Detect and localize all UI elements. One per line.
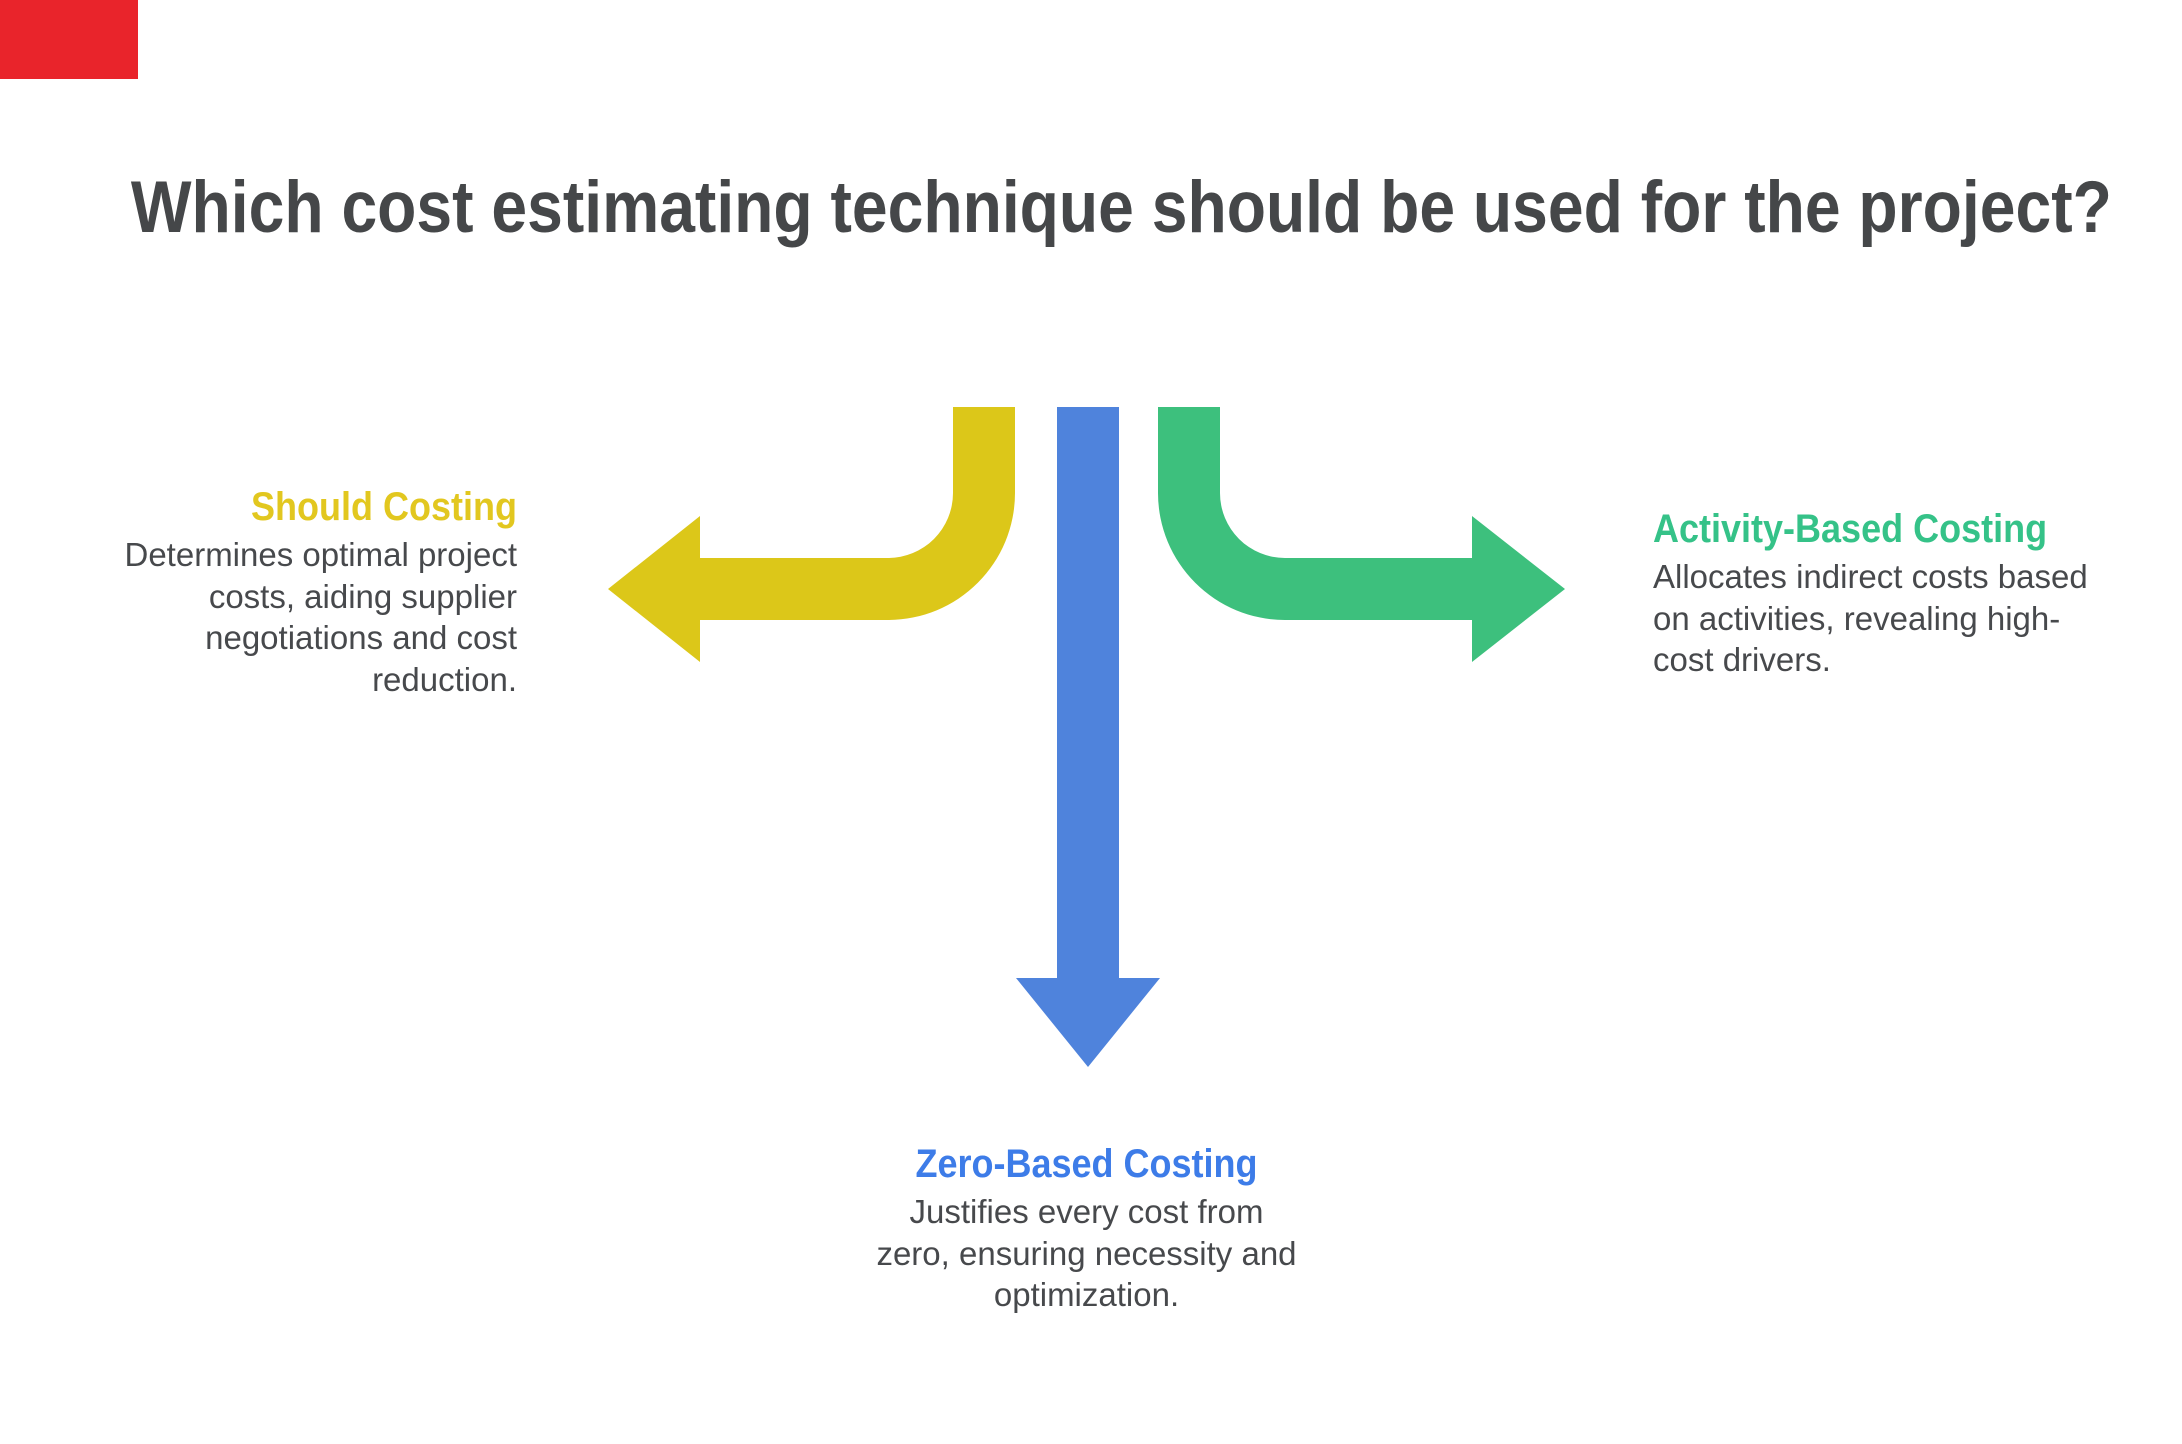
branch-description: Justifies every cost from zero, ensuring…	[876, 1193, 1297, 1313]
page-title: Which cost estimating technique should b…	[130, 167, 2112, 248]
down-arrow	[1016, 407, 1160, 1067]
branch-activity-based-costing: Activity-Based Costing Allocates indirec…	[1653, 506, 2093, 681]
left-arrow	[608, 407, 1015, 662]
branch-heading: Zero-Based Costing	[915, 1142, 1258, 1186]
branch-heading: Activity-Based Costing	[1653, 507, 2048, 551]
branch-description: Determines optimal project costs, aiding…	[124, 536, 518, 698]
branch-description: Allocates indirect costs based on activi…	[1653, 558, 2088, 678]
red-corner-marker	[0, 0, 138, 79]
branch-should-costing: Should Costing Determines optimal projec…	[77, 484, 518, 700]
right-arrow	[1158, 407, 1565, 662]
branch-heading: Should Costing	[251, 485, 517, 529]
branch-zero-based-costing: Zero-Based Costing Justifies every cost …	[874, 1141, 1299, 1316]
